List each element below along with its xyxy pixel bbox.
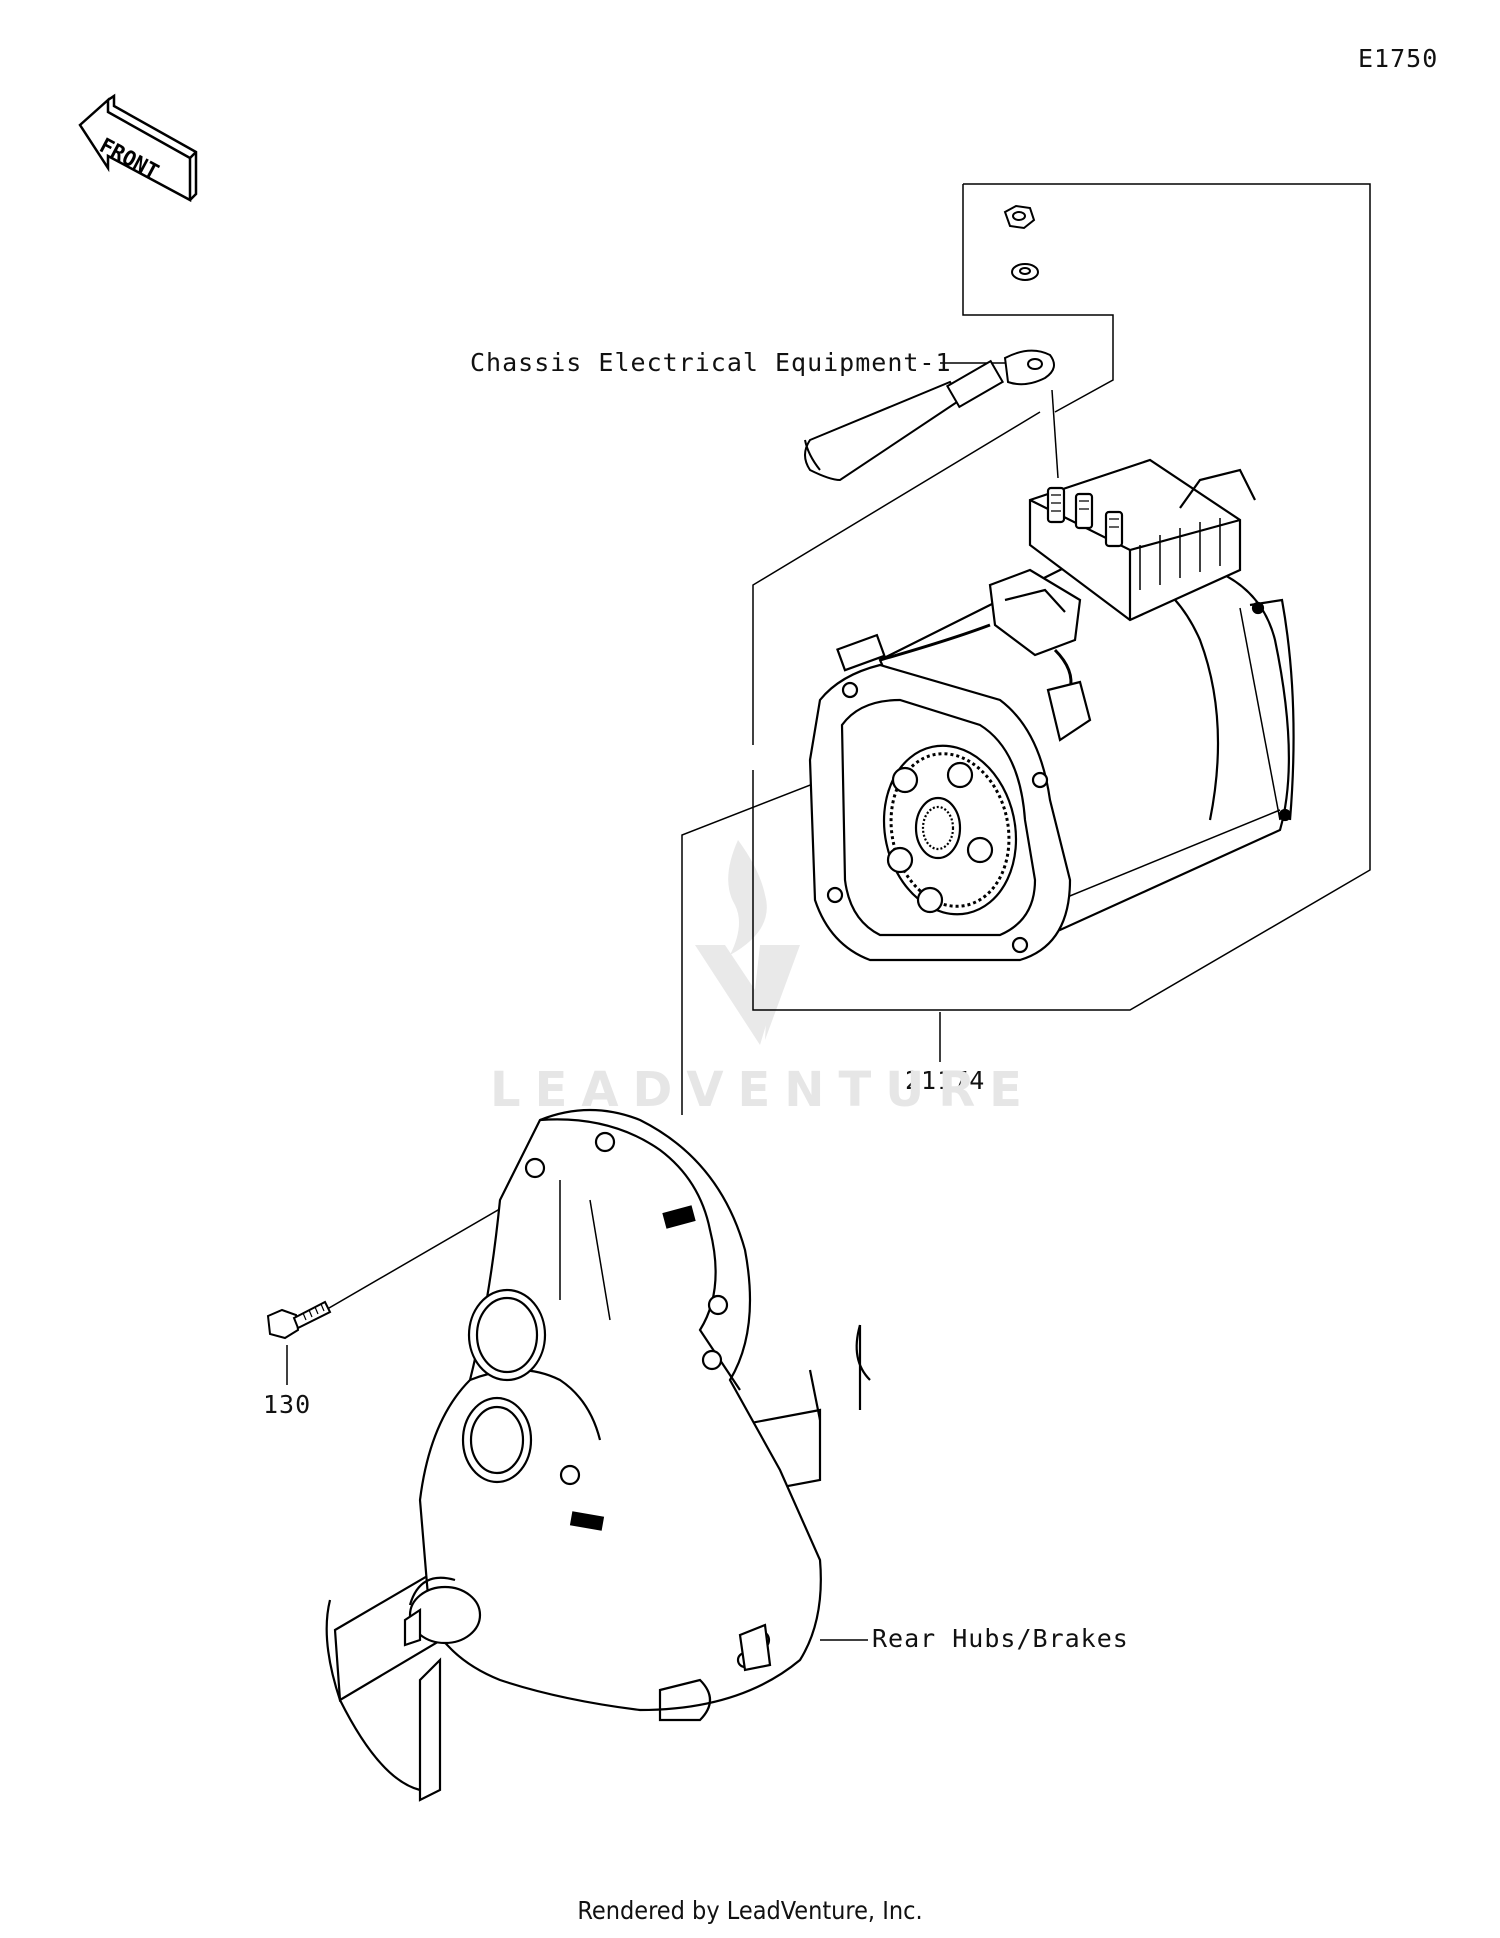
mounting-bolt — [266, 1300, 332, 1340]
assembly-bracket — [752, 183, 1371, 1011]
callout-chassis-electrical: Chassis Electrical Equipment-1 — [470, 348, 952, 377]
rear-transaxle — [325, 1108, 871, 1802]
diagram-code: E1750 — [1358, 44, 1439, 73]
callout-rear-hubs-brakes: Rear Hubs/Brakes — [872, 1624, 1129, 1653]
callout-motor-part-number: 21174 — [905, 1066, 986, 1095]
drive-motor — [808, 458, 1295, 962]
watermark-logo — [695, 840, 800, 1045]
watermark-text: LEADVENTURE — [490, 1062, 1036, 1118]
battery-cable — [804, 349, 1055, 482]
render-credit: Rendered by LeadVenture, Inc. — [577, 1896, 923, 1925]
terminal-nut — [1003, 204, 1036, 230]
terminal-washer — [1011, 263, 1039, 281]
front-arrow-icon: FRONT — [78, 93, 198, 203]
callout-bolt-part-number: 130 — [263, 1390, 312, 1419]
